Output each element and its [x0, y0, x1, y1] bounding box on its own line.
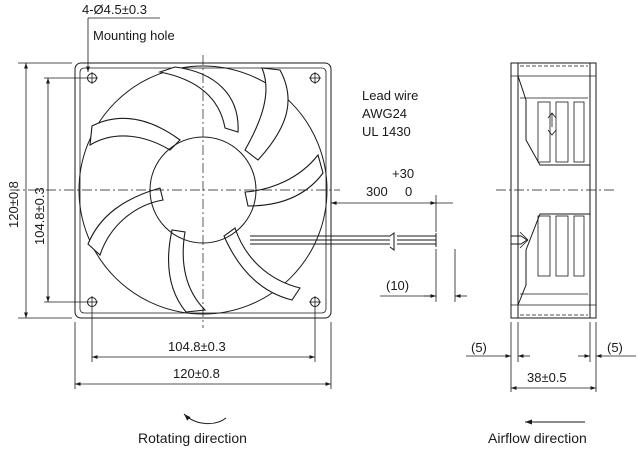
hole-pitch-vertical: 104.8±0.3: [32, 187, 47, 245]
rotating-direction-label: Rotating direction: [138, 430, 247, 446]
frame-height: 120±0.8: [6, 181, 21, 228]
mounting-hole-callout: 4-Ø4.5±0.3 Mounting hole: [82, 2, 175, 72]
lead-wire: [250, 232, 437, 251]
mounting-hole-caption: Mounting hole: [93, 28, 175, 43]
lead-length-zero: 0: [405, 184, 412, 199]
lead-wire-standard: UL 1430: [362, 124, 411, 139]
side-view: [496, 62, 614, 319]
frame-height-dimension: 120±0.8: [6, 62, 72, 319]
hole-pitch-horizontal-dimension: 104.8±0.3: [91, 308, 316, 362]
flange-right: (5): [607, 340, 623, 355]
hole-pitch-horizontal: 104.8±0.3: [168, 339, 226, 354]
rotation-arrow-icon: [183, 413, 227, 424]
lead-wire-gauge: AWG24: [362, 106, 407, 121]
frame-width-dimension: 120±0.8: [74, 322, 332, 389]
mounting-hole-spec: 4-Ø4.5±0.3: [82, 2, 147, 17]
flange-dimensions: (5) (5): [466, 322, 636, 392]
lead-strip-dimension: (10): [380, 249, 467, 302]
lead-length-nominal: 300: [366, 184, 388, 199]
rotating-direction-indicator: Rotating direction: [138, 413, 247, 446]
frame-width: 120±0.8: [173, 366, 220, 381]
airflow-mark-icon: [547, 112, 557, 136]
hole-pitch-vertical-dimension: 104.8±0.3: [32, 77, 86, 303]
flange-left: (5): [471, 340, 487, 355]
fan-depth: 38±0.5: [527, 370, 567, 385]
side-frame-outline: [510, 62, 597, 319]
lead-length-tolerance: +30: [392, 166, 414, 181]
lead-wire-title: Lead wire: [362, 88, 418, 103]
lead-length-dimension: +30 300 0: [331, 166, 453, 232]
airflow-direction-indicator: Airflow direction: [488, 419, 587, 446]
fan-blades: [87, 66, 324, 313]
lead-wire-note: Lead wire AWG24 UL 1430: [362, 88, 418, 139]
mounting-holes: [86, 72, 321, 308]
front-view: [10, 55, 437, 328]
lead-strip-length: (10): [386, 278, 409, 293]
fan-depth-dimension: 38±0.5: [511, 370, 596, 390]
airflow-direction-label: Airflow direction: [488, 430, 587, 446]
